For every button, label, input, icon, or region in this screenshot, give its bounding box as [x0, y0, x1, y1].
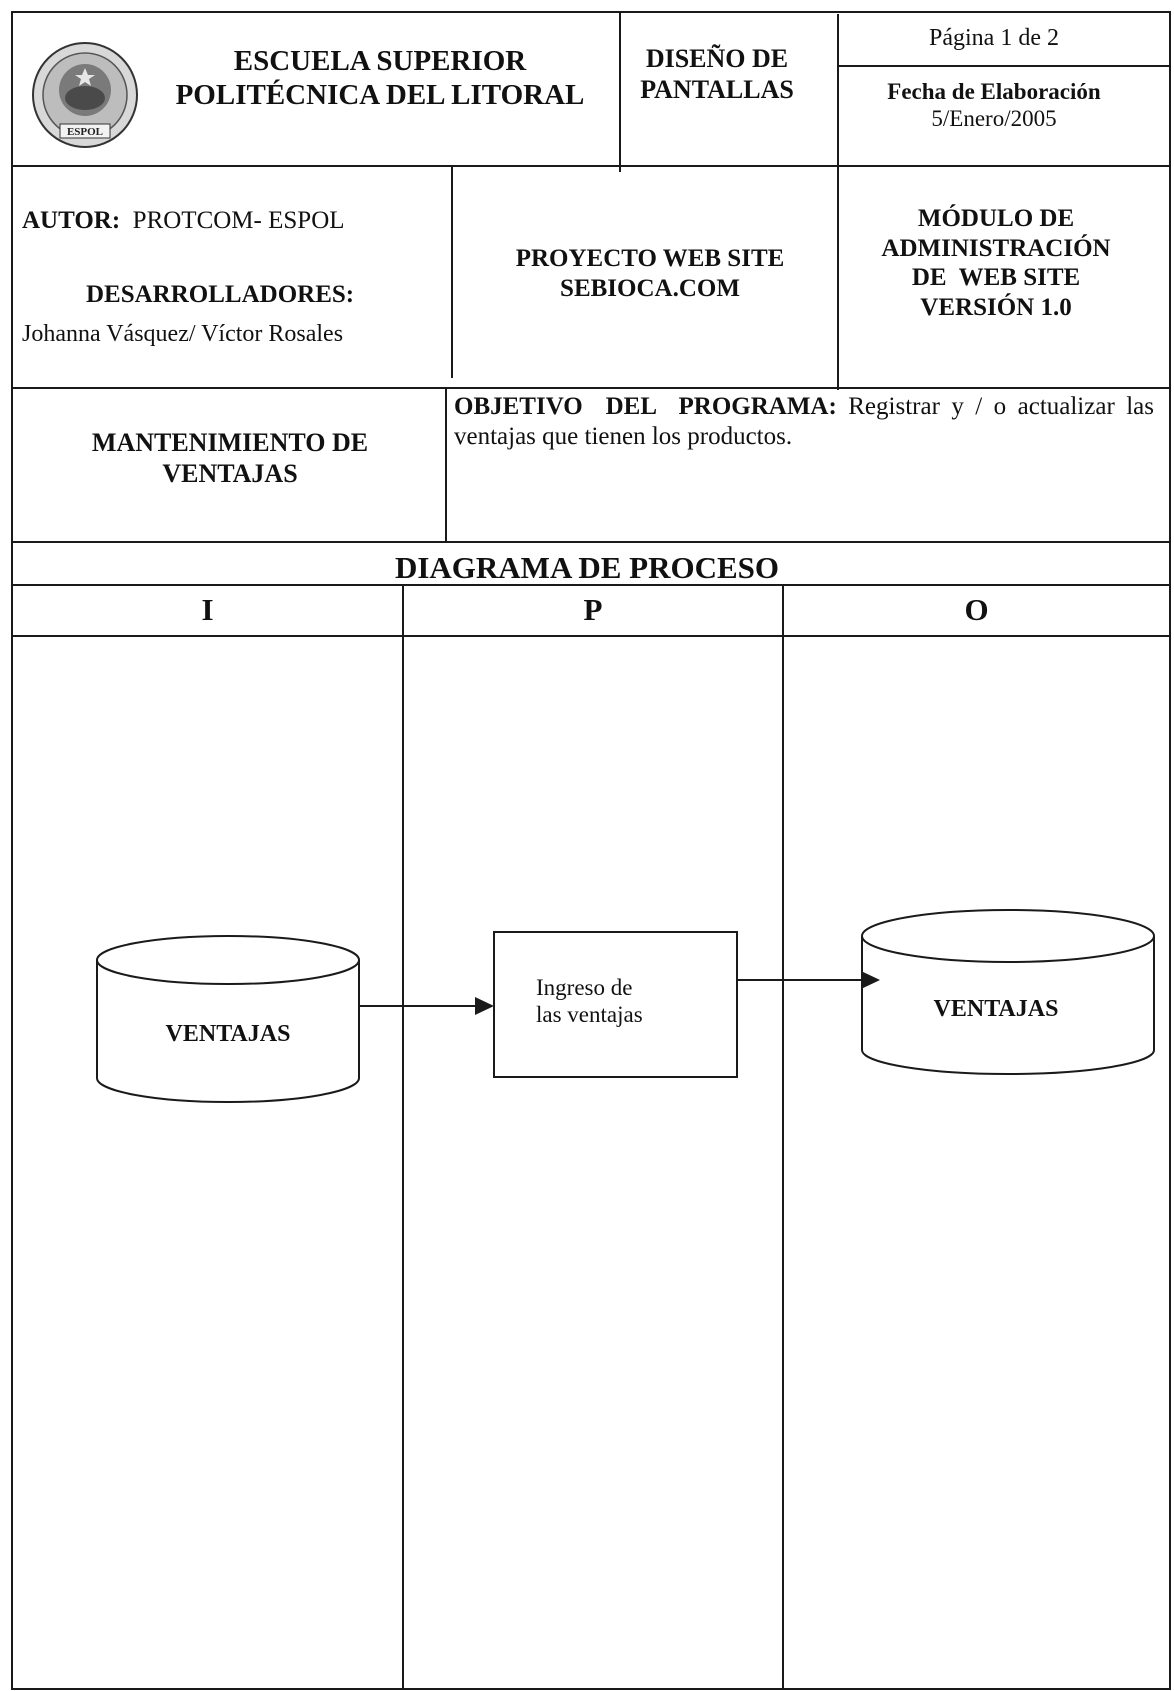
project-line1: PROYECTO WEB SITE	[515, 245, 785, 272]
module-name: MÓDULO DE ADMINISTRACIÓN DE WEB SITE VER…	[840, 204, 1152, 322]
author-label: AUTOR:	[22, 207, 121, 234]
column-header-input: I	[201, 592, 214, 627]
author: AUTOR: PROTCOM- ESPOL	[22, 206, 345, 236]
document-type: DISEÑO DE PANTALLAS	[612, 44, 822, 105]
module-line1: MÓDULO DE	[917, 205, 1075, 232]
logo-text: ESPOL	[67, 126, 103, 138]
objective-label: OBJETIVO DEL PROGRAMA:	[454, 393, 837, 420]
diagram-title: DIAGRAMA DE PROCESO	[394, 550, 780, 585]
document-type-line2: PANTALLAS	[640, 74, 794, 104]
process-box	[493, 931, 738, 1078]
column-header-process: P	[583, 592, 603, 627]
process-label-line1: Ingreso de	[536, 975, 633, 1000]
column-header-output: O	[964, 592, 989, 627]
input-datastore	[96, 935, 360, 1103]
program-title: MANTENIMIENTO DE VENTAJAS	[40, 428, 420, 489]
module-line4: VERSIÓN 1.0	[920, 293, 1072, 321]
process-label: Ingreso de las ventajas	[536, 974, 696, 1028]
date-label: Fecha de Elaboración	[887, 79, 1101, 104]
arrow-input-to-process	[359, 997, 494, 1015]
school-name-line2: POLITÉCNICA DEL LITORAL	[175, 79, 585, 112]
page-number: Página 1 de 2	[929, 25, 1059, 51]
document-type-line1: DISEÑO DE	[645, 44, 789, 73]
elaboration-date: Fecha de Elaboración 5/Enero/2005	[838, 78, 1150, 132]
module-line2: ADMINISTRACIÓN	[881, 234, 1111, 262]
project-name: PROYECTO WEB SITE SEBIOCA.COM	[460, 244, 840, 303]
output-datastore-label: VENTAJAS	[933, 996, 1059, 1022]
output-datastore	[861, 909, 1155, 1075]
process-label-line2: las ventajas	[536, 1002, 643, 1028]
program-title-line2: VENTAJAS	[162, 458, 298, 488]
objective-text: Registrar y / o actualizar las ventajas …	[454, 393, 1154, 450]
outer-border	[11, 11, 1171, 1690]
school-name: ESCUELA SUPERIOR POLITÉCNICA DEL LITORAL	[150, 44, 610, 112]
module-line3: DE WEB SITE	[911, 264, 1081, 291]
author-value: PROTCOM- ESPOL	[132, 207, 345, 234]
arrow-process-to-output	[737, 971, 880, 989]
school-name-line1: ESCUELA SUPERIOR	[233, 45, 527, 77]
espol-seal-logo: ESPOL	[32, 42, 138, 148]
developers-label: DESARROLLADORES:	[86, 281, 355, 308]
project-line2: SEBIOCA.COM	[560, 274, 740, 302]
program-title-line1: MANTENIMIENTO DE	[91, 428, 369, 457]
program-objective: OBJETIVO DEL PROGRAMA: Registrar y / o a…	[454, 392, 1154, 451]
date-value: 5/Enero/2005	[931, 106, 1057, 132]
developers-value: Johanna Vásquez/ Víctor Rosales	[22, 321, 344, 347]
input-datastore-label: VENTAJAS	[165, 1021, 291, 1047]
